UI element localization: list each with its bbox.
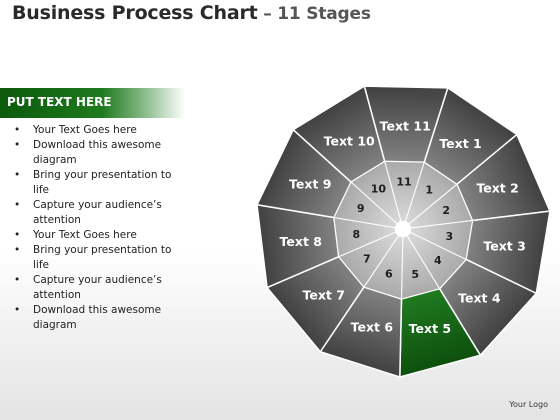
bullet-list: Your Text Goes here Download this awesom… [14,123,184,333]
bullet-item: Capture your audience’s attention [14,273,184,303]
stage-11-label: Text 11 [380,119,431,134]
stage-5-label: Text 5 [409,321,451,336]
bullet-item: Download this awesome diagram [14,303,184,333]
bullet-item: Capture your audience’s attention [14,198,184,228]
bullet-item: Bring your presentation to life [14,243,184,273]
stage-10-number: 10 [371,182,387,195]
stage-3-number: 3 [446,230,454,243]
stage-4-label: Text 4 [458,291,501,306]
bullet-item: Bring your presentation to life [14,168,184,198]
bullet-item: Your Text Goes here [14,228,184,243]
stage-7-number: 7 [363,253,371,266]
stage-8-number: 8 [353,228,361,241]
stage-2-label: Text 2 [476,181,518,196]
stage-5-number: 5 [411,268,419,281]
outer-labels-layer: Text 1 Text 2 Text 3 Text 4 Text 5 Text 6 Text… [280,119,526,336]
stage-6-label: Text 6 [351,320,394,335]
segments-layer [256,85,551,378]
sidebar-header-label: PUT TEXT HERE [7,95,112,109]
stage-2-number: 2 [442,204,450,217]
stage-8-label: Text 8 [280,234,322,249]
sidebar-header: PUT TEXT HERE [0,88,185,118]
stage-4-number: 4 [434,254,442,267]
stage-9-label: Text 9 [289,177,331,192]
title-main: Business Process Chart [12,2,258,24]
stage-1-label: Text 1 [439,136,481,151]
page-title: Business Process Chart – 11 Stages [12,2,371,24]
stage-1-number: 1 [425,184,433,197]
logo-placeholder: Your Logo [509,400,548,409]
stage-9-number: 9 [357,202,365,215]
title-subtitle: – 11 Stages [257,4,371,24]
bullet-item: Your Text Goes here [14,123,184,138]
stage-7-label: Text 7 [303,287,345,302]
stage-3-label: Text 3 [483,238,525,253]
stage-11-inner-segment [384,160,425,222]
bullet-item: Download this awesome diagram [14,138,184,168]
stage-6-number: 6 [385,267,393,280]
stage-10-label: Text 10 [324,134,375,149]
stage-11-number: 11 [396,176,411,189]
